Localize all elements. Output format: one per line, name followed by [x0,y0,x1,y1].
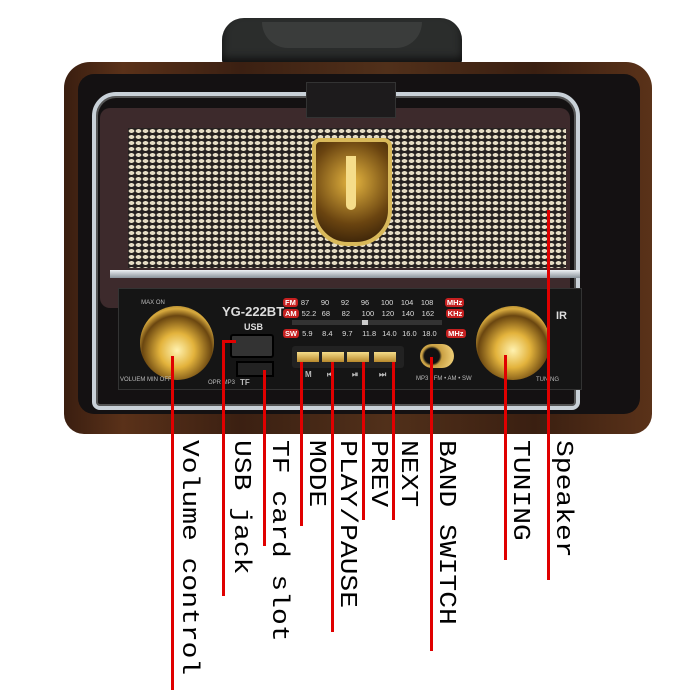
gold-emblem [312,138,392,246]
callout-prev: PREV [364,440,391,508]
callout-next: NEXT [394,440,421,508]
callout-mode: MODE [302,440,329,508]
speaker-callout-line [547,210,550,580]
tuning-pointer-track [292,320,442,325]
top-clip [306,82,396,118]
mode-button[interactable] [297,352,319,362]
callout-volume-control: Volume control [175,440,202,676]
tf-callout-line [263,370,266,546]
tuning-callout-line [504,355,507,560]
next-button[interactable] [374,352,396,362]
tf-card-slot[interactable] [236,361,274,377]
tf-label: TF [240,378,250,387]
callout-usb-jack: USB jack [227,440,254,575]
next-icon: ⏭ [379,370,387,379]
play-pause-button[interactable] [347,352,369,362]
handle-grip [262,22,422,48]
tuning-knob[interactable] [476,306,550,380]
usb-label: USB [244,322,264,332]
volume-min-label: VOLUEM MIN OFF [120,377,172,383]
callout-tuning: TUNING [506,440,533,541]
volume-knob[interactable] [140,306,214,380]
carry-handle [222,18,462,64]
band-switch[interactable] [420,344,454,368]
prev-callout-line [362,362,365,520]
next-callout-line [392,362,395,520]
band-switch-callout-line [430,357,433,651]
max-on-label: MAX ON [141,300,165,306]
usb-port[interactable] [230,334,274,358]
model-label: YG-222BT [222,304,285,319]
mode-symbol: M [305,370,312,379]
usb-callout-line-h [222,340,236,343]
play-pause-icon: ⏯ [352,370,359,379]
callout-speaker: Speaker [549,440,576,558]
callout-band-switch: BAND SWITCH [432,440,459,625]
ir-label: IR [556,310,567,322]
volume-callout-line [171,356,174,690]
chrome-bar [110,270,580,278]
usb-callout-line [222,340,225,596]
mode-callout-line [300,362,303,526]
prev-button[interactable] [322,352,344,362]
prev-icon: ⏮ [327,370,334,380]
band-switch-label: MP3 • FM • AM • SW [416,376,472,382]
callout-play-pause: PLAY/PAUSE [333,440,360,609]
callout-tf-card-slot: TF card slot [265,440,292,642]
opr-mp3-label: OPR MP3 [208,380,236,386]
play-pause-callout-line [331,362,334,632]
